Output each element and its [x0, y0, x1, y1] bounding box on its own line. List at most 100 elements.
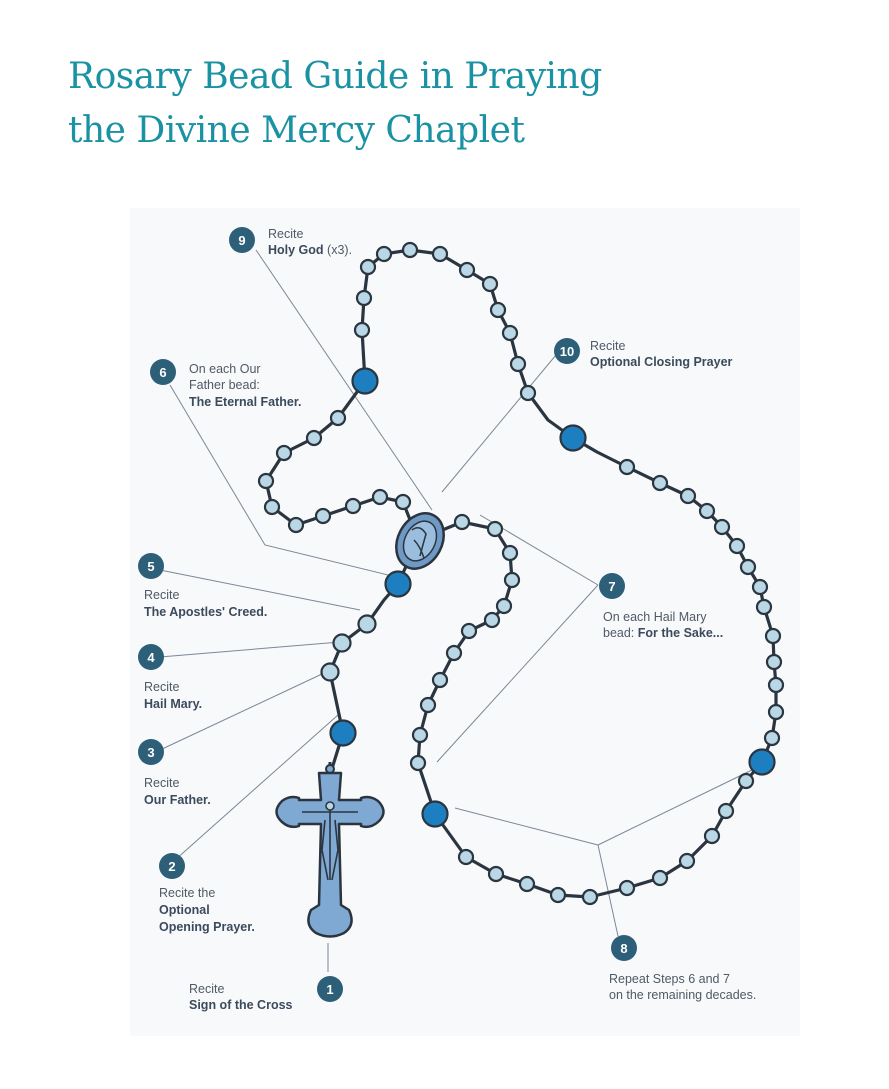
- leader-line-2: [174, 714, 339, 861]
- hail-mary-bead: [503, 571, 521, 589]
- our-father-bead: [329, 719, 357, 747]
- svg-text:Sign of the Cross: Sign of the Cross: [189, 998, 293, 1012]
- step-label-10: Recite Optional Closing Prayer: [590, 339, 733, 369]
- hail-mary-bead: [501, 544, 519, 562]
- hail-mary-beads: [257, 241, 785, 906]
- hail-mary-bead: [549, 886, 567, 904]
- svg-text:6: 6: [159, 365, 166, 380]
- hail-mary-bead: [275, 444, 293, 462]
- hail-mary-bead: [737, 772, 755, 790]
- svg-text:Opening Prayer.: Opening Prayer.: [159, 920, 255, 934]
- leader-line-10: [441, 354, 557, 493]
- svg-text:Holy God (x3).: Holy God (x3).: [268, 243, 352, 257]
- svg-text:bead: For the Sake...: bead: For the Sake...: [603, 626, 723, 640]
- svg-text:2: 2: [168, 859, 175, 874]
- hail-mary-bead: [411, 726, 429, 744]
- svg-text:9: 9: [238, 233, 245, 248]
- our-father-bead: [351, 367, 379, 395]
- leader-line-8a: [597, 769, 753, 846]
- svg-text:Recite the: Recite the: [159, 886, 215, 900]
- svg-text:The Eternal Father.: The Eternal Father.: [189, 395, 302, 409]
- step-badge-10: 10: [554, 338, 580, 364]
- our-father-beads: [329, 367, 776, 828]
- hail-mary-bead: [501, 324, 519, 342]
- step-label-9: Recite Holy God (x3).: [268, 227, 352, 257]
- hail-mary-bead: [486, 520, 504, 538]
- hail-mary-bead: [717, 802, 735, 820]
- hail-mary-bead: [755, 598, 773, 616]
- hail-mary-bead: [458, 261, 476, 279]
- svg-text:On each Our: On each Our: [189, 362, 261, 376]
- svg-text:Recite: Recite: [590, 339, 625, 353]
- step-label-6: On each Our Father bead: The Eternal Fat…: [189, 362, 302, 409]
- svg-text:4: 4: [147, 650, 155, 665]
- step-badge-1: 1: [317, 976, 343, 1002]
- hail-mary-bead: [431, 671, 449, 689]
- svg-text:7: 7: [608, 579, 615, 594]
- hail-mary-bead: [679, 487, 697, 505]
- hail-mary-bead: [305, 429, 323, 447]
- step-label-7: On each Hail Mary bead: For the Sake...: [603, 610, 723, 640]
- hail-mary-bead: [767, 703, 785, 721]
- svg-text:5: 5: [147, 559, 154, 574]
- svg-text:Recite: Recite: [144, 588, 179, 602]
- hail-mary-bead: [509, 355, 527, 373]
- svg-text:Recite: Recite: [144, 680, 179, 694]
- step-label-2: Recite the Optional Opening Prayer.: [159, 886, 255, 934]
- hail-mary-bead: [314, 507, 332, 525]
- hail-mary-bead: [764, 627, 782, 645]
- svg-text:1: 1: [326, 982, 333, 997]
- hail-mary-bead: [394, 493, 412, 511]
- hail-mary-bead: [320, 662, 340, 682]
- hail-mary-bead: [353, 321, 371, 339]
- svg-text:8: 8: [620, 941, 627, 956]
- svg-text:On each Hail Mary: On each Hail Mary: [603, 610, 707, 624]
- hail-mary-bead: [457, 848, 475, 866]
- hail-mary-bead: [401, 241, 419, 259]
- hail-mary-bead: [765, 653, 783, 671]
- hail-mary-bead: [453, 513, 471, 531]
- svg-text:on the remaining decades.: on the remaining decades.: [609, 988, 756, 1002]
- step-label-5: Recite The Apostles' Creed.: [144, 588, 267, 619]
- hail-mary-bead: [355, 289, 373, 307]
- title-line-1: Rosary Bead Guide in Praying: [68, 56, 602, 97]
- our-father-bead: [748, 748, 776, 776]
- svg-text:Optional Closing Prayer: Optional Closing Prayer: [590, 355, 733, 369]
- hail-mary-bead: [489, 301, 507, 319]
- step-badge-8: 8: [611, 935, 637, 961]
- hail-mary-bead: [460, 622, 478, 640]
- our-father-bead: [421, 800, 449, 828]
- svg-text:Father bead:: Father bead:: [189, 378, 260, 392]
- step-badge-3: 3: [138, 739, 164, 765]
- hail-mary-bead: [495, 597, 513, 615]
- leader-line-7b: [436, 584, 599, 763]
- step-label-4: Recite Hail Mary.: [144, 680, 202, 711]
- step-labels: Recite Sign of the Cross Recite the Opti…: [144, 227, 756, 1012]
- svg-text:Our Father.: Our Father.: [144, 793, 211, 807]
- leader-line-6: [169, 384, 389, 576]
- svg-text:The Apostles' Creed.: The Apostles' Creed.: [144, 605, 267, 619]
- hail-mary-bead: [287, 516, 305, 534]
- leader-line-9: [255, 249, 433, 511]
- hail-mary-bead: [518, 875, 536, 893]
- hail-mary-bead: [487, 865, 505, 883]
- svg-text:3: 3: [147, 745, 154, 760]
- hail-mary-bead: [431, 245, 449, 263]
- hail-mary-bead: [678, 852, 696, 870]
- step-badge-7: 7: [599, 573, 625, 599]
- hail-mary-bead: [257, 472, 275, 490]
- hail-mary-bead: [329, 409, 347, 427]
- leader-line-3: [159, 673, 323, 751]
- hail-mary-bead: [767, 676, 785, 694]
- hail-mary-bead: [332, 633, 352, 653]
- hail-mary-bead: [359, 258, 377, 276]
- center-medal: [395, 512, 445, 570]
- svg-text:Repeat Steps 6 and 7: Repeat Steps 6 and 7: [609, 972, 730, 986]
- hail-mary-bead: [618, 879, 636, 897]
- step-label-3: Recite Our Father.: [144, 776, 211, 807]
- hail-mary-bead: [344, 497, 362, 515]
- hail-mary-bead: [728, 537, 746, 555]
- hail-mary-bead: [445, 644, 463, 662]
- step-label-8: Repeat Steps 6 and 7 on the remaining de…: [609, 972, 756, 1002]
- svg-text:Optional: Optional: [159, 903, 210, 917]
